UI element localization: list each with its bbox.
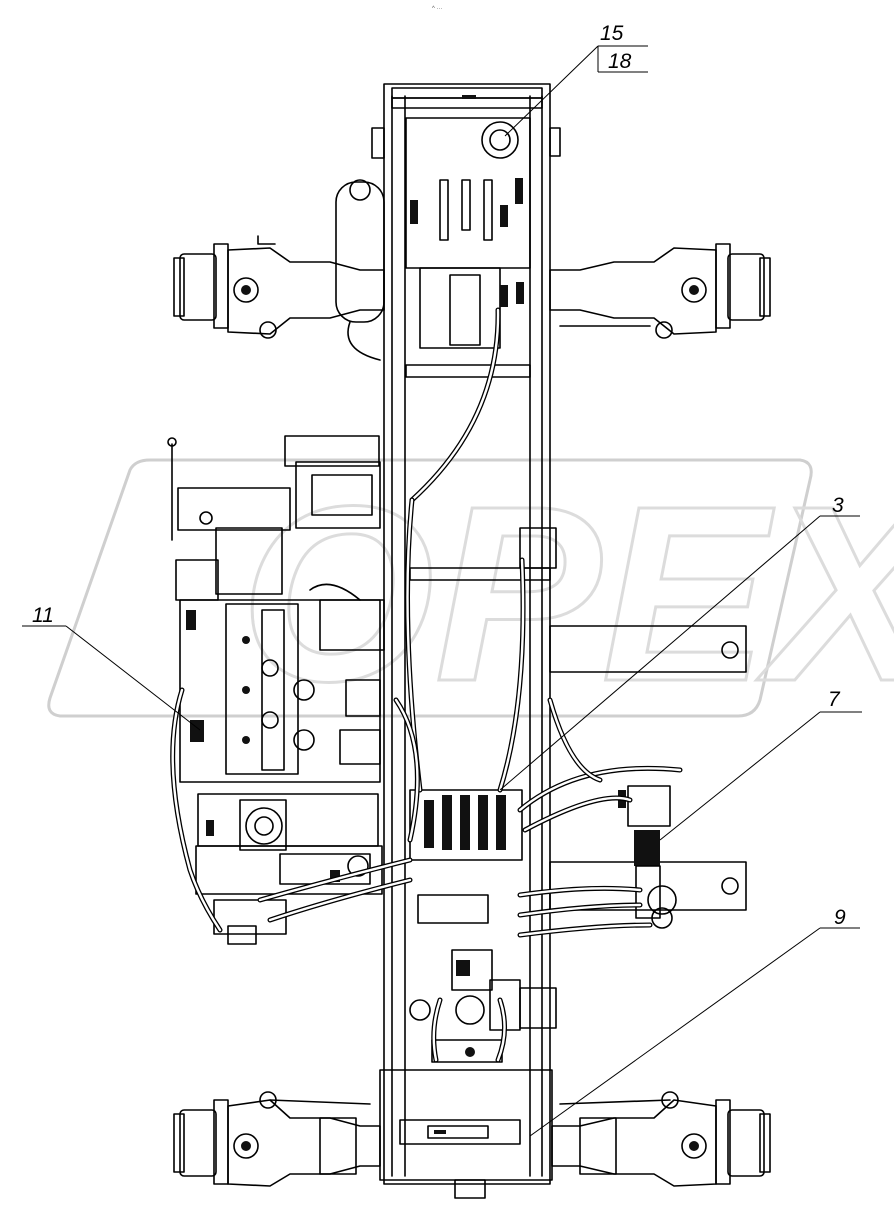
watermark-text: OPEX	[240, 454, 894, 733]
callout-15: 15	[504, 22, 648, 137]
front-tank-assembly	[335, 117, 531, 361]
svg-text:15: 15	[600, 22, 624, 45]
svg-text:3: 3	[832, 494, 844, 517]
svg-text:11: 11	[32, 604, 54, 627]
rear-axle	[173, 1091, 771, 1187]
header-mark: ^ ···	[432, 6, 442, 12]
callout-18: 18	[597, 46, 648, 73]
engine-assembly	[167, 435, 385, 945]
front-axle	[173, 235, 771, 339]
callout-9: 9	[529, 906, 860, 1137]
watermark-logo: OPEX	[47, 453, 894, 735]
callout-7: 7	[659, 688, 862, 841]
hydraulic-valve-block	[409, 789, 523, 1063]
svg-text:18: 18	[608, 50, 632, 73]
svg-text:7: 7	[828, 688, 841, 711]
callout-3: 3	[499, 494, 860, 791]
hydraulic-hoses	[170, 307, 683, 1063]
svg-text:9: 9	[834, 906, 846, 929]
callout-11: 11	[22, 604, 201, 731]
